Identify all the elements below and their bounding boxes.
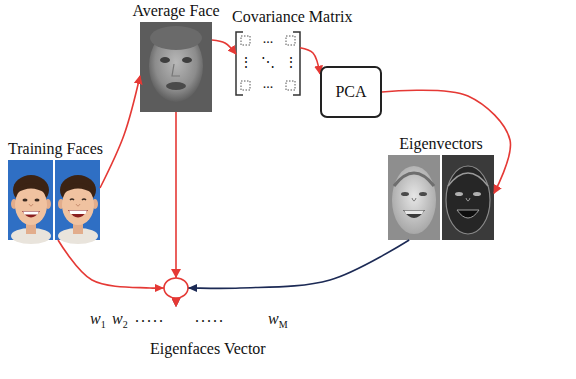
eigenvector-images bbox=[388, 155, 494, 240]
image-node: Eigenvectors bbox=[388, 155, 494, 240]
matrix-dots: ⋮ bbox=[239, 54, 253, 72]
heading-label: Average Face bbox=[132, 2, 219, 20]
flow-arrow bbox=[382, 90, 510, 193]
heading-label: Training Faces bbox=[8, 140, 103, 158]
heading-label: Covariance Matrix bbox=[232, 8, 352, 26]
flow-arrow bbox=[212, 40, 236, 54]
weight-symbol: w1 bbox=[90, 310, 106, 328]
ellipsis-label: ..... bbox=[135, 308, 165, 326]
flow-arrow bbox=[100, 76, 140, 188]
ellipsis-label: ..... bbox=[195, 308, 225, 326]
arrow-head bbox=[171, 269, 181, 278]
image-node: Training Faces bbox=[8, 160, 100, 240]
matrix-node: Covariance Matrix...⋮⋱⋮... bbox=[236, 32, 300, 95]
matrix-dots: ... bbox=[263, 30, 274, 48]
matrix-dots: ⋮ bbox=[284, 54, 298, 72]
matrix-dots: ⋱ bbox=[261, 54, 275, 72]
weight-symbol: w2 bbox=[112, 310, 128, 328]
vector-label: Eigenfaces Vector bbox=[150, 340, 266, 358]
image-node: Average Face bbox=[140, 22, 212, 112]
flow-arrow bbox=[58, 240, 177, 306]
process-label: PCA bbox=[335, 83, 366, 101]
flow-arrow bbox=[300, 48, 320, 74]
average-face-image bbox=[140, 22, 212, 112]
matrix-dots: ... bbox=[263, 75, 274, 93]
vector-node: w1 w2.......... wMEigenfaces Vector bbox=[80, 306, 300, 364]
process-box: PCA bbox=[320, 66, 382, 118]
flow-arrow bbox=[175, 240, 409, 306]
training-faces-photo bbox=[8, 160, 100, 244]
weight-symbol: wM bbox=[268, 310, 288, 328]
heading-label: Eigenvectors bbox=[399, 135, 483, 153]
arrow-head bbox=[188, 284, 197, 292]
arrow-head bbox=[155, 284, 164, 292]
sum-circle bbox=[164, 278, 188, 298]
